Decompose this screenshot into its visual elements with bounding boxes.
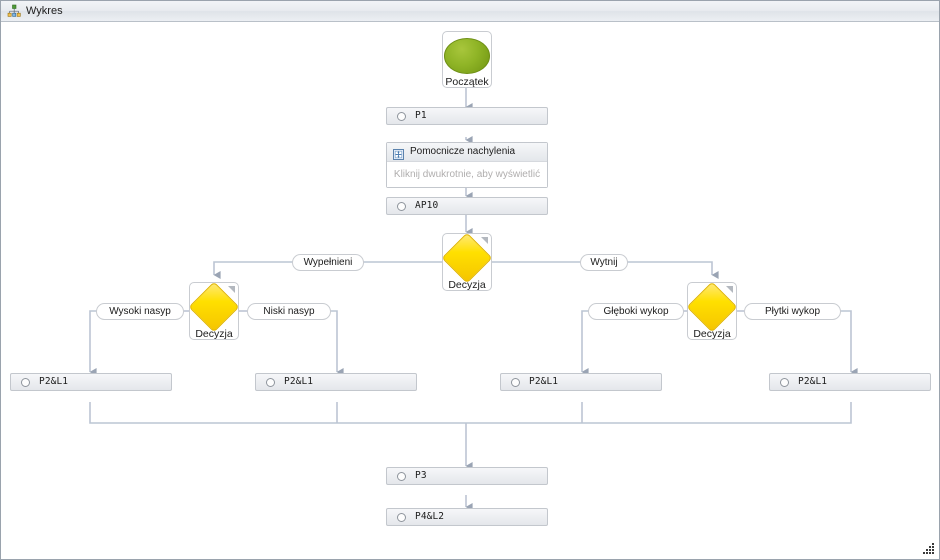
- circle-bullet-icon: [780, 377, 789, 387]
- node-decision-top-label: Decyzja: [448, 278, 486, 291]
- subchart-body[interactable]: Kliknij dwukrotnie, aby wyświetlić: [387, 162, 547, 187]
- yellow-diamond-icon: [441, 232, 493, 284]
- edge-label-low-embankment[interactable]: Niski nasyp: [247, 303, 331, 320]
- edge-label-shallow-excavation[interactable]: Płytki wykop: [744, 303, 841, 320]
- edge-label-high-embankment[interactable]: Wysoki nasyp: [96, 303, 184, 320]
- subchart-title: Pomocnicze nachylenia: [410, 146, 516, 157]
- node-p4l2-label: P4&L2: [415, 511, 445, 523]
- edge-label-fill[interactable]: Wypełnieni: [292, 254, 364, 271]
- node-p1-label: P1: [415, 110, 427, 122]
- node-bar-1[interactable]: P2&L1: [10, 373, 172, 391]
- node-ap10[interactable]: AP10: [386, 197, 548, 215]
- node-bar-3[interactable]: P2&L1: [500, 373, 662, 391]
- subchart-icon: [393, 147, 404, 160]
- collapse-corner-icon[interactable]: [228, 286, 235, 293]
- node-bar-2[interactable]: P2&L1: [255, 373, 417, 391]
- node-decision-left[interactable]: Decyzja: [188, 281, 240, 340]
- node-bar-1-label: P2&L1: [39, 376, 69, 388]
- node-pomocnicze-nachylenia[interactable]: Pomocnicze nachylenia Kliknij dwukrotnie…: [386, 142, 548, 188]
- node-p1[interactable]: P1: [386, 107, 548, 125]
- node-bar-2-label: P2&L1: [284, 376, 314, 388]
- circle-bullet-icon: [21, 377, 30, 387]
- subchart-hint: Kliknij dwukrotnie, aby wyświetlić: [393, 168, 541, 180]
- flowchart-tree-icon: [7, 4, 21, 18]
- node-decision-right[interactable]: Decyzja: [686, 281, 738, 340]
- circle-bullet-icon: [397, 201, 406, 211]
- node-start[interactable]: Początek: [442, 31, 492, 88]
- window-title: Wykres: [26, 4, 63, 17]
- edge-label-cut[interactable]: Wytnij: [580, 254, 628, 271]
- node-bar-4[interactable]: P2&L1: [769, 373, 931, 391]
- subchart-header: Pomocnicze nachylenia: [387, 143, 547, 162]
- circle-bullet-icon: [397, 512, 406, 522]
- node-p4l2[interactable]: P4&L2: [386, 508, 548, 526]
- circle-bullet-icon: [266, 377, 275, 387]
- node-start-label: Początek: [445, 75, 489, 88]
- node-decision-top[interactable]: Decyzja: [441, 232, 493, 291]
- node-p3-label: P3: [415, 470, 427, 482]
- collapse-corner-icon[interactable]: [481, 237, 488, 244]
- green-circle-icon: [444, 38, 490, 74]
- circle-bullet-icon: [397, 471, 406, 481]
- resize-grip-icon[interactable]: [923, 543, 935, 555]
- node-bar-4-label: P2&L1: [798, 376, 828, 388]
- circle-bullet-icon: [397, 111, 406, 121]
- yellow-diamond-icon: [686, 281, 738, 333]
- node-bar-3-label: P2&L1: [529, 376, 559, 388]
- circle-bullet-icon: [511, 377, 520, 387]
- node-ap10-label: AP10: [415, 200, 439, 212]
- edge-label-deep-excavation[interactable]: Głęboki wykop: [588, 303, 684, 320]
- node-decision-right-label: Decyzja: [693, 327, 731, 340]
- window-titlebar: Wykres: [1, 1, 939, 22]
- flowchart-canvas[interactable]: Początek P1 Pomocnicze nachylenia: [2, 23, 939, 559]
- yellow-diamond-icon: [188, 281, 240, 333]
- node-decision-left-label: Decyzja: [195, 327, 233, 340]
- collapse-corner-icon[interactable]: [726, 286, 733, 293]
- node-p3[interactable]: P3: [386, 467, 548, 485]
